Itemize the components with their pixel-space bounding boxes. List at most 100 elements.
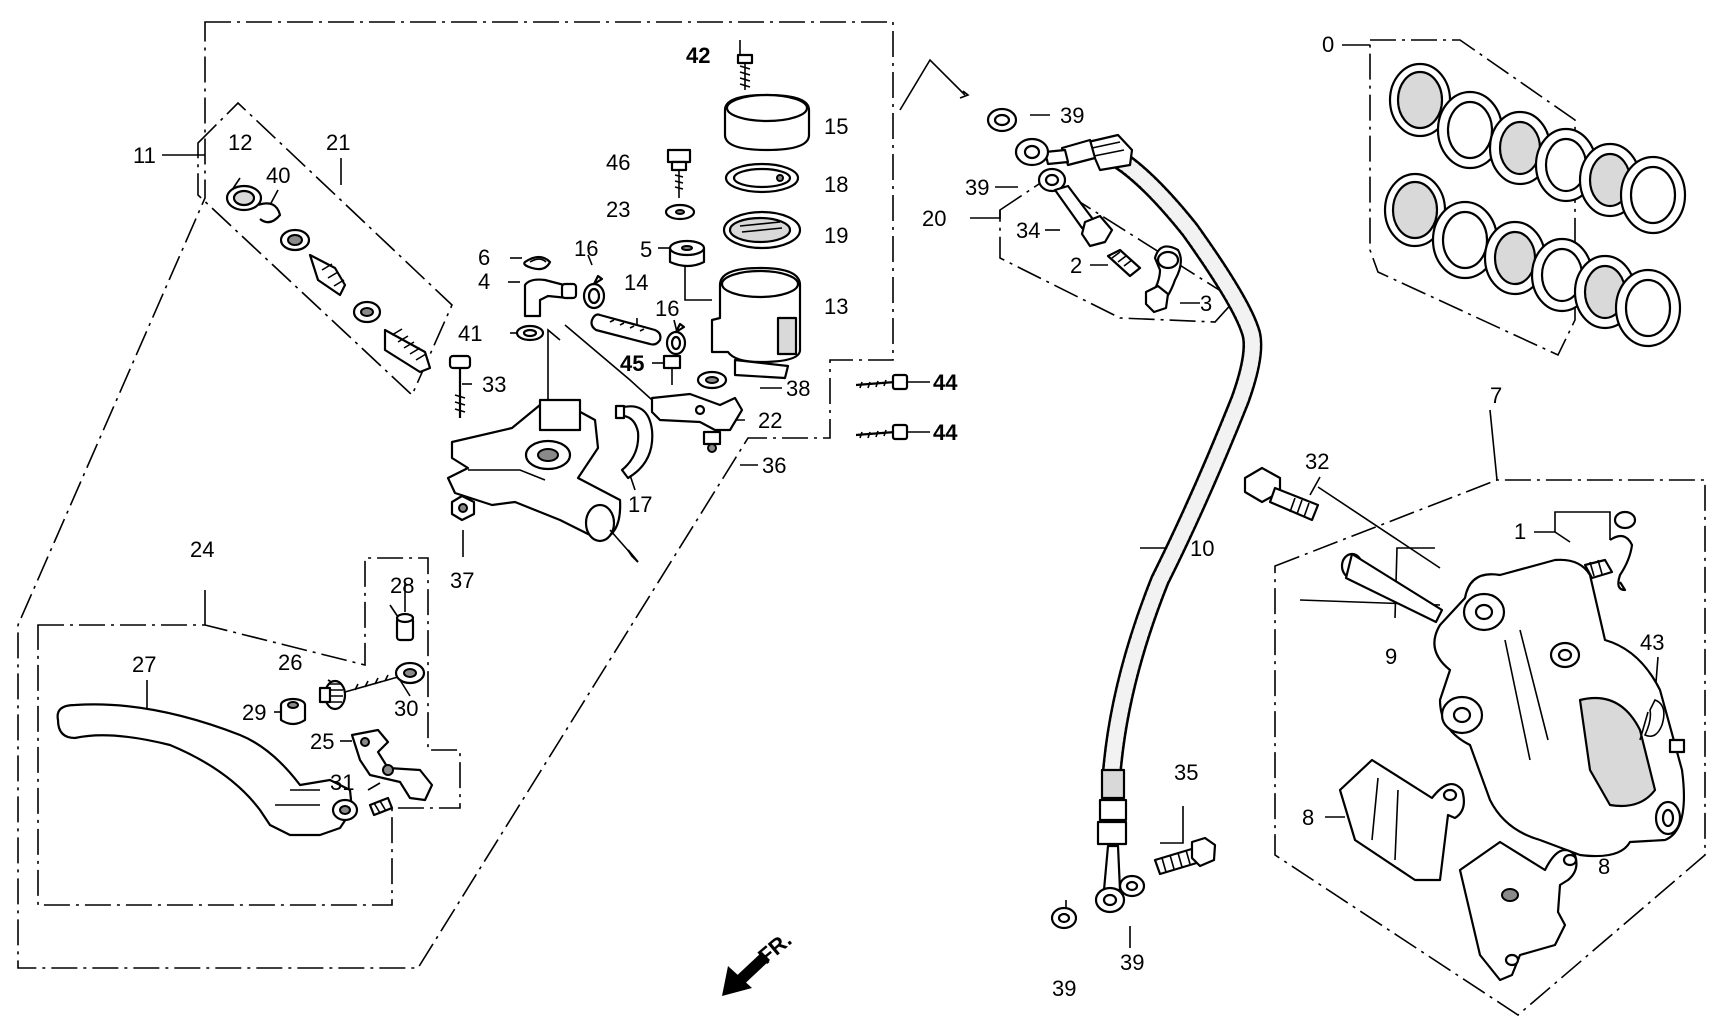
reservoir-bolt [666,148,692,198]
caliper-piston-set [1383,62,1687,348]
bleeder-screw-2 [1106,248,1142,278]
brake-pad-8a [1338,758,1465,882]
callout-41: 41 [458,321,482,346]
spring-clip-6 [523,255,552,271]
oil-bolt-35 [1153,836,1217,876]
callout-29: 29 [242,700,266,725]
callout-30: 30 [394,696,418,721]
pin-clip-43 [1639,698,1665,741]
callout-2: 2 [1070,253,1082,278]
callout-33: 33 [482,372,506,397]
callout-46: 46 [606,150,630,175]
adjuster-knob-26 [318,674,406,711]
switch-bracket-22 [650,392,744,432]
callout-18: 18 [824,172,848,197]
brake-hose-10 [1014,133,1263,914]
bleed-adapter-34 [1053,184,1114,248]
callout-39a: 39 [1060,103,1084,128]
sealing-washer-39b [1037,167,1067,193]
callout-35: 35 [1174,760,1198,785]
callout-9: 9 [1385,644,1397,669]
callout-22: 22 [758,408,782,433]
callout-39d: 39 [1120,950,1144,975]
grommet [668,239,706,268]
nut-37 [450,494,476,522]
lever-assembly-outline [37,557,461,906]
reservoir-cap-screw [736,53,754,90]
callout-40: 40 [266,163,290,188]
callout-8b: 8 [1598,854,1610,879]
callout-20: 20 [922,206,946,231]
collar-29 [279,697,307,726]
bleeder-cap-3 [1144,245,1182,314]
caliper-body-7 [1433,558,1686,858]
callout-27: 27 [132,652,156,677]
callout-45: 45 [620,351,644,376]
callout-0: 0 [1322,32,1334,57]
spring-31 [368,796,394,817]
callout-39c: 39 [1052,976,1076,1001]
callout-11: 11 [133,143,156,168]
bleeder-1 [1583,510,1637,592]
callout-25: 25 [310,729,334,754]
callout-44b: 44 [933,420,958,445]
bolt-36 [702,430,722,453]
washer-41 [515,324,545,342]
callout-13: 13 [824,294,848,319]
callout-16b: 16 [655,296,679,321]
callout-16a: 16 [574,236,598,261]
hose-bolt-44b [855,423,909,441]
callout-44a: 44 [933,370,958,395]
callout-numbers: 0 1 2 3 4 5 6 7 8 8 9 10 11 12 13 14 15 … [132,32,1664,1001]
brake-lever-27 [56,703,359,837]
reservoir-hose-14 [590,313,662,346]
callout-17: 17 [628,492,652,517]
callout-8a: 8 [1302,805,1314,830]
callout-5: 5 [640,237,652,262]
nut-30 [394,661,426,685]
callout-26: 26 [278,650,302,675]
callout-3: 3 [1200,291,1212,316]
hose-joint-4 [523,278,578,318]
pad-pin-9 [1340,552,1444,624]
callout-34: 34 [1016,218,1040,243]
hose-clip-16b [665,322,687,356]
callout-36: 36 [762,453,786,478]
callout-39b: 39 [965,175,989,200]
callout-43: 43 [1640,630,1664,655]
joint-nut-38 [696,370,728,390]
master-cylinder-outline [17,21,894,969]
hose-clip-16a [582,274,606,310]
callout-15: 15 [824,114,848,139]
sealing-washer-39a [986,107,1018,133]
pivot-bolt-33 [448,354,472,418]
callout-1: 1 [1514,519,1526,544]
callout-12: 12 [228,130,252,155]
caliper-bolt-32 [1243,466,1320,522]
brake-pad-8b [1458,840,1578,982]
callout-38: 38 [786,376,810,401]
callout-32: 32 [1305,449,1329,474]
hose-bolt-44a [855,373,909,391]
callout-23: 23 [606,197,630,222]
front-direction-arrow: FR. [722,927,796,996]
callout-14: 14 [624,270,648,295]
callout-24: 24 [190,537,214,562]
holder-clamp-17 [614,404,654,480]
callout-7: 7 [1490,383,1502,408]
adjuster-28 [395,612,415,642]
sealing-washer-39d [1118,874,1146,898]
pivot-plate-25 [350,728,434,802]
master-cylinder-body [446,398,639,563]
reservoir-body [710,266,802,380]
callout-37: 37 [450,568,474,593]
callout-42: 42 [686,43,710,68]
washer-23 [664,203,696,221]
callout-21: 21 [326,130,350,155]
piston-kit-21 [225,184,432,374]
callout-10: 10 [1190,536,1214,561]
callout-31: 31 [330,770,354,795]
reservoir-cap [723,93,811,152]
